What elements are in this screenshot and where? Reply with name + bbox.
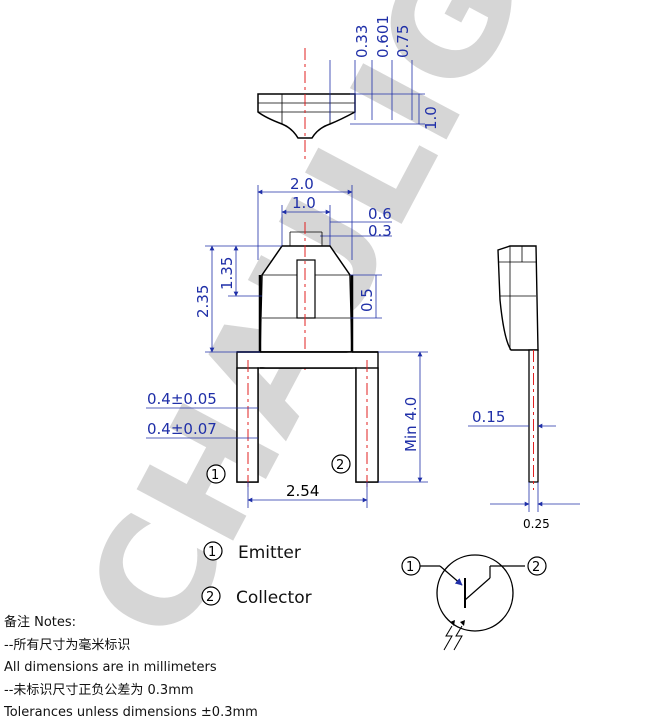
legend-pin1-label: Emitter [238,543,301,563]
pin-legend: 1 Emitter 2 Collector [201,541,312,608]
notes-block: 备注 Notes: --所有尺寸为毫米标识 All dimensions are… [4,612,334,725]
legend-pin2-label: Collector [236,588,312,608]
symbol-pin1-marker [401,556,421,576]
legend-pin2-number: 2 [206,590,214,605]
dim-06: 0.6 [368,205,392,223]
light-arrow-icon [443,625,453,651]
legend-pin1-number: 1 [208,545,216,560]
dim-033: 0.33 [353,25,371,58]
notes-line2-cn: --未标识尺寸正负公差为 0.3mm [4,682,194,698]
dim-lead-width-1: 0.4±0.05 [147,390,217,408]
pin1-marker [206,464,226,484]
symbol-pin2-number: 2 [532,560,540,575]
dim-075: 0.75 [394,25,412,58]
phototransistor-symbol: 1 2 [401,554,547,651]
symbol-pin2-marker [527,556,547,576]
dim-05: 0.5 [358,288,376,312]
notes-line1-cn: --所有尺寸为毫米标识 [4,637,131,653]
dim-lead-length: Min 4.0 [402,397,420,452]
notes-heading: 备注 Notes: [4,615,77,630]
dim-03: 0.3 [368,222,392,240]
dim-10-height: 1.0 [422,106,440,130]
dim-lead-width-2: 0.4±0.07 [147,420,217,438]
dim-0601: 0.601 [374,15,392,58]
dim-side-015: 0.15 [472,408,505,426]
front-view: 2.0 1.0 0.6 0.3 2.35 [146,175,428,508]
dim-10-width: 1.0 [292,194,316,212]
side-view: 0.15 0.25 [468,245,580,531]
dim-side-025: 0.25 [523,517,550,531]
dim-pitch: 2.54 [286,482,319,500]
pin2-marker [331,454,351,474]
symbol-pin1-number: 1 [406,560,414,575]
notes-line1-en: All dimensions are in millimeters [4,660,217,675]
pin2-number: 2 [336,458,344,473]
legend-pin1-marker [203,541,223,561]
dim-235: 2.35 [194,285,212,318]
dim-20-width: 2.0 [290,175,314,193]
legend-pin2-marker [201,586,221,606]
notes-line2-en: Tolerances unless dimensions ±0.3mm [4,705,258,720]
top-view: 0.33 0.601 0.75 1.0 [257,15,440,162]
dim-135: 1.35 [218,257,236,290]
pin1-number: 1 [211,468,219,483]
